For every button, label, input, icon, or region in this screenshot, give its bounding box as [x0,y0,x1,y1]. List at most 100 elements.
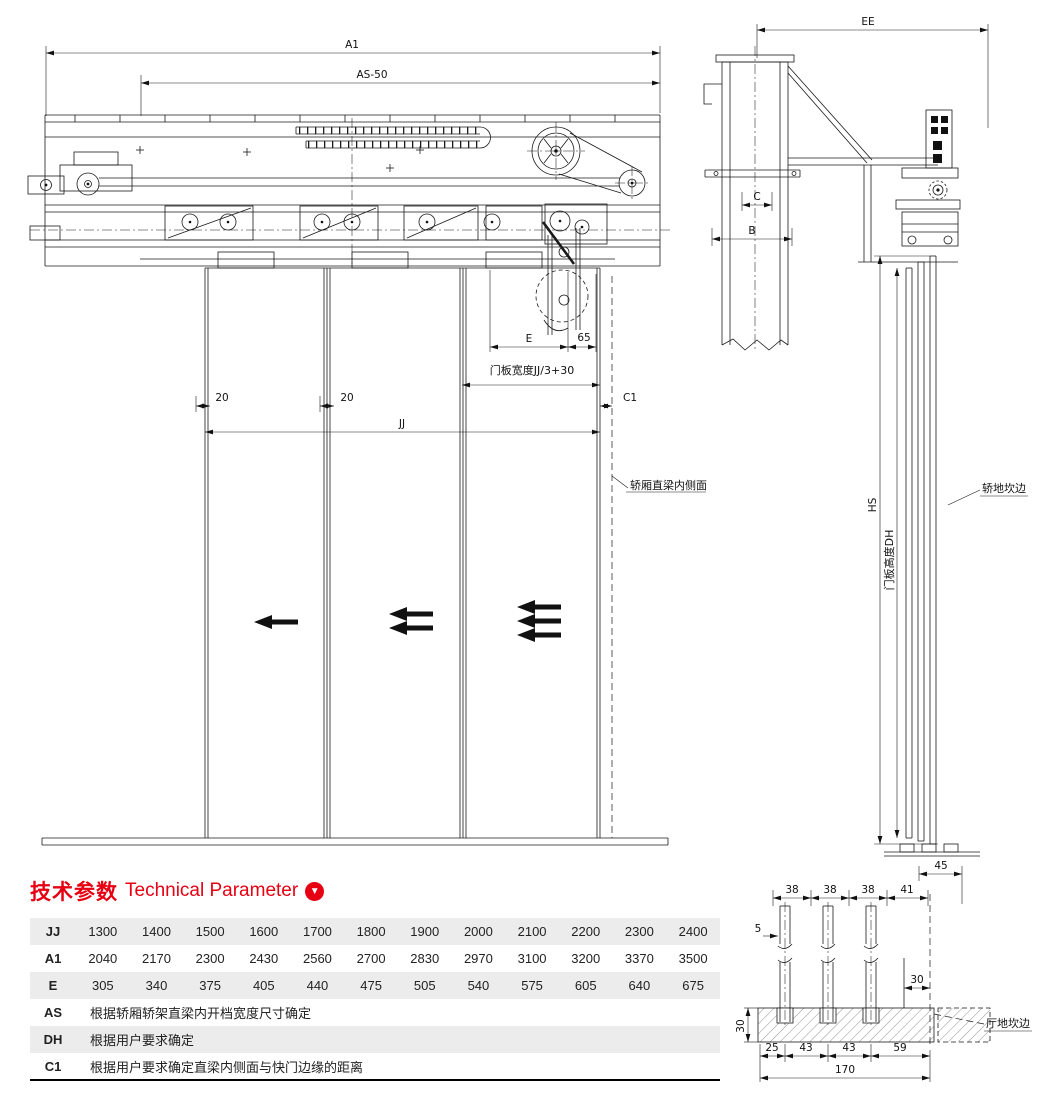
side-view-drawing: EE [703,16,1028,857]
dim-41-label: 41 [900,884,913,896]
param-value: 540 [467,978,490,993]
dim-overlap-mid-label: 20 [340,392,353,404]
param-table-row: E 305 340 375 405 440 475 505 540 575 605 640 675 [30,972,720,999]
param-value: 2100 [517,924,547,939]
param-note: 根据轿厢轿架直梁内开档宽度尺寸确定 [90,1006,312,1021]
param-value: 2400 [678,924,708,939]
car-upright-column [703,46,873,352]
param-value: 2300 [624,924,654,939]
param-value: 2170 [142,951,171,966]
param-value: 405 [252,978,275,993]
param-note: 根据用户要求确定 [90,1033,195,1048]
dim-43-2-label: 43 [842,1042,855,1054]
param-value: 2970 [463,951,493,966]
front-view-top-dimensions: A1 AS-50 [45,39,661,116]
sill-section-drawing: 45 38 38 38 41 5 30 30 [735,860,1032,1082]
dim-25-label: 25 [765,1042,778,1054]
param-value: 475 [360,978,382,993]
param-value: 340 [145,978,168,993]
param-value: 440 [306,978,329,993]
param-value: 575 [521,978,543,993]
side-view-top-dimension: EE [756,16,989,128]
param-value: 640 [628,978,651,993]
dim-a1-label: A1 [345,39,359,51]
param-value: 2200 [571,924,601,939]
param-key: AS [43,1005,63,1020]
param-value: 3200 [571,951,601,966]
parameters-header: 技术参数 Technical Parameter ▼ [30,876,325,906]
door-hangers [45,203,660,245]
dim-38-1-label: 38 [785,884,798,896]
car-sill-block [757,1007,991,1043]
dim-170-label: 170 [835,1064,855,1076]
front-view-panel-dimensions: E 65 门板宽度JJ/3+30 C1 20 20 JJ [195,270,637,435]
hall-sill-label: 厅地坎边 [986,1017,1030,1030]
param-value: 1800 [356,924,386,939]
param-value: 2560 [302,951,332,966]
param-note: 根据用户要求确定直梁内侧面与快门边缘的距离 [90,1059,364,1075]
param-value: 1900 [410,924,440,939]
sill-section-dimensions: 45 38 38 38 41 5 30 30 [735,860,1032,1082]
car-upright-callout: 轿厢直梁内侧面 [611,475,707,493]
param-value: 2040 [88,951,118,966]
door-panels-side [884,255,980,857]
dim-30-vertical-label: 30 [735,1019,747,1032]
parameters-title-zh: 技术参数 [30,881,118,904]
parameters-title-en: Technical Parameter [125,880,299,901]
param-value: 3500 [678,951,708,966]
drive-pulley [527,122,649,200]
param-table-row: DH 根据用户要求确定 [30,1026,720,1053]
param-value: 375 [199,978,221,993]
param-key: JJ [45,924,61,939]
param-value: 1600 [249,924,279,939]
cable-carrier [295,126,491,149]
dim-45-label: 45 [934,860,947,872]
door-panels-front [41,251,669,846]
param-value: 2700 [356,951,386,966]
car-upright-label: 轿厢直梁内侧面 [630,478,707,492]
car-sill-label: 轿地坎边 [982,481,1026,495]
dim-overlap-left-label: 20 [215,392,228,404]
dim-hs-label: HS [867,497,879,512]
param-value: 1700 [302,924,332,939]
door-motion-arrows [254,600,561,642]
down-triangle-icon: ▼ [305,881,325,901]
door-panel-sections [777,894,931,1048]
param-value: 675 [682,978,704,993]
dim-30-horizontal-label: 30 [910,974,923,986]
param-value: 2000 [463,924,493,939]
front-view-drawing: A1 AS-50 [27,39,707,846]
param-key: E [48,978,58,993]
side-view-dimensions: C B HS 门板高度DH 轿地坎边 [711,191,1028,845]
param-value: 605 [574,978,597,993]
dim-ee-label: EE [861,16,874,28]
dim-65-label: 65 [577,332,590,344]
param-value: 505 [413,978,436,993]
dim-38-3-label: 38 [861,884,874,896]
dim-c1-label: C1 [623,392,637,404]
dim-b-label: B [748,225,755,237]
param-value: 2830 [410,951,440,966]
param-key: DH [43,1032,63,1047]
dim-43-1-label: 43 [799,1042,812,1054]
param-value: 3370 [624,951,654,966]
dim-5-label: 5 [755,923,762,935]
param-table-row: AS 根据轿厢轿架直梁内开档宽度尺寸确定 [30,999,720,1026]
dim-59-label: 59 [893,1042,906,1054]
dim-as50-label: AS-50 [357,69,388,81]
param-value: 305 [91,978,114,993]
side-view-mechanism [788,109,961,263]
door-panel-width-label: 门板宽度JJ/3+30 [490,363,574,377]
param-value: 1500 [195,924,225,939]
door-panel-height-label: 门板高度DH [882,530,896,591]
param-key: A1 [44,951,62,966]
param-value: 1400 [142,924,171,939]
dim-jj-label: JJ [398,418,405,430]
